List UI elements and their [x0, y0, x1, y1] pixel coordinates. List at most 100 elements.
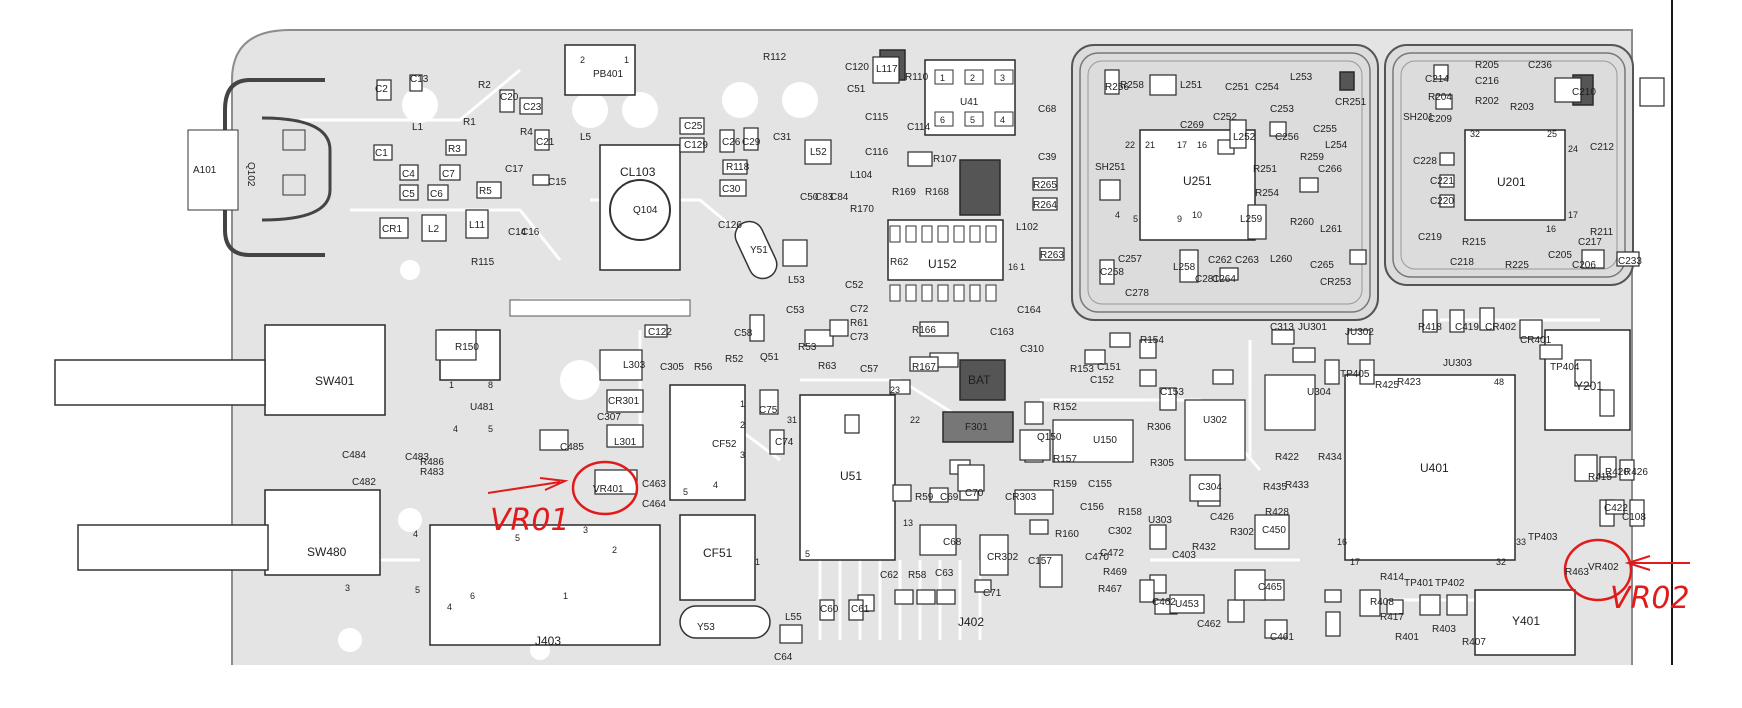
component-label: Q102 — [245, 162, 256, 187]
label-r302: R302 — [1230, 527, 1254, 538]
label-c129: C129 — [684, 140, 708, 151]
pin-number: 31 — [787, 415, 797, 425]
pin-number: 3 — [583, 525, 588, 535]
label-r258: R258 — [1120, 80, 1144, 91]
label-c251: C251 — [1225, 82, 1249, 93]
label-y53: Y53 — [697, 622, 715, 633]
label-r63: R63 — [818, 361, 837, 372]
label-c263: C263 — [1235, 255, 1259, 266]
label-cf51: CF51 — [703, 546, 733, 560]
label-l117: L117 — [876, 64, 898, 75]
pin-number: 1 — [449, 380, 454, 390]
pin-number: 33 — [1516, 537, 1526, 547]
label-l102: L102 — [1016, 222, 1039, 233]
label-pb401: PB401 — [593, 69, 623, 80]
label-r61: R61 — [850, 318, 869, 329]
label-c304: C304 — [1198, 482, 1222, 493]
label-c62: C62 — [880, 570, 899, 581]
label-l258: L258 — [1173, 262, 1196, 273]
label-q104: Q104 — [633, 205, 658, 216]
crystal-y51 — [734, 220, 778, 280]
label-r254: R254 — [1255, 188, 1279, 199]
label-q51: Q51 — [760, 352, 779, 363]
label-r169: R169 — [892, 187, 916, 198]
pin-numbers: 1 2 3 6 5 4 22 21 17 16 4 5 9 10 32 25 2… — [345, 55, 1578, 612]
pin-number: 6 — [940, 115, 945, 125]
label-c206: C206 — [1572, 260, 1596, 271]
label-r407: R407 — [1462, 637, 1486, 648]
label-c122: C122 — [648, 327, 672, 338]
label-r403: R403 — [1432, 624, 1456, 635]
label-c4: C4 — [402, 169, 415, 180]
label-r211: R211 — [1590, 227, 1614, 238]
label-c5: C5 — [402, 189, 415, 200]
label-c74: C74 — [775, 437, 794, 448]
pin-number: 4 — [1115, 210, 1120, 220]
pin-number: 13 — [903, 518, 913, 528]
label-c462: C462 — [1152, 597, 1176, 608]
label-u152: U152 — [928, 257, 957, 271]
label-c16: C16 — [521, 227, 540, 238]
label-l259: L259 — [1240, 214, 1263, 225]
label-cr302: CR302 — [987, 552, 1019, 563]
label-sw480: SW480 — [307, 545, 347, 559]
label-r417: R417 — [1380, 612, 1404, 623]
pin-number: 5 — [488, 424, 493, 434]
pin-number: 48 — [1494, 377, 1504, 387]
label-c151: C151 — [1097, 362, 1121, 373]
pin-number: 1 — [563, 591, 568, 601]
label-r420: R420 — [1605, 467, 1629, 478]
label-c39: C39 — [1038, 152, 1057, 163]
label-r58: R58 — [908, 570, 927, 581]
label-ju302: JU302 — [1345, 327, 1374, 338]
label-l1: L1 — [412, 122, 424, 133]
label-c7: C7 — [442, 169, 455, 180]
label-r251: R251 — [1253, 164, 1277, 175]
label-c302: C302 — [1108, 526, 1132, 537]
label-c52: C52 — [845, 280, 864, 291]
pin-number: 5 — [1133, 214, 1138, 224]
label-r166: R166 — [912, 325, 936, 336]
annotation-circle-right — [1563, 538, 1690, 602]
small-parts — [373, 56, 1665, 644]
label-c310: C310 — [1020, 344, 1044, 355]
label-c83: C83 — [815, 192, 834, 203]
pin-number: 4 — [447, 602, 452, 612]
label-c156: C156 — [1080, 502, 1104, 513]
label-c305: C305 — [660, 362, 684, 373]
pin-number: 5 — [805, 549, 810, 559]
label-y51: Y51 — [750, 245, 768, 256]
label-c403: C403 — [1172, 550, 1196, 561]
label-c216: C216 — [1475, 76, 1499, 87]
label-l252: L252 — [1233, 132, 1256, 143]
label-l55: L55 — [785, 612, 802, 623]
slot-cutout — [509, 299, 691, 317]
small-ics — [919, 374, 1316, 614]
label-r408: R408 — [1370, 597, 1394, 608]
label-c17: C17 — [505, 164, 524, 175]
label-r59: R59 — [915, 492, 934, 503]
label-u251: U251 — [1183, 174, 1212, 188]
label-u302: U302 — [1203, 415, 1227, 426]
label-c257: C257 — [1118, 254, 1142, 265]
pin-number: 16 — [1337, 537, 1347, 547]
label-r305: R305 — [1150, 458, 1174, 469]
pin-number: 1 — [624, 55, 629, 65]
label-c58: C58 — [734, 328, 753, 339]
pin-number: 1 — [755, 557, 760, 567]
label-tp404: TP404 — [1550, 362, 1580, 373]
label-c14: C14 — [508, 227, 527, 238]
label-u41: U41 — [960, 97, 979, 108]
label-cr251: CR251 — [1335, 97, 1367, 108]
switch-bodies — [54, 359, 269, 571]
pin-number: 17 — [1568, 210, 1578, 220]
label-c68b: C68 — [943, 537, 962, 548]
label-vr402: VR402 — [1588, 562, 1619, 573]
label-c69: C69 — [940, 492, 959, 503]
label-y401: Y401 — [1512, 614, 1540, 628]
pin-number: 5 — [970, 115, 975, 125]
label-l5: L5 — [580, 132, 592, 143]
label-c116: C116 — [865, 147, 889, 158]
label-r260: R260 — [1290, 217, 1314, 228]
label-r422: R422 — [1275, 452, 1299, 463]
